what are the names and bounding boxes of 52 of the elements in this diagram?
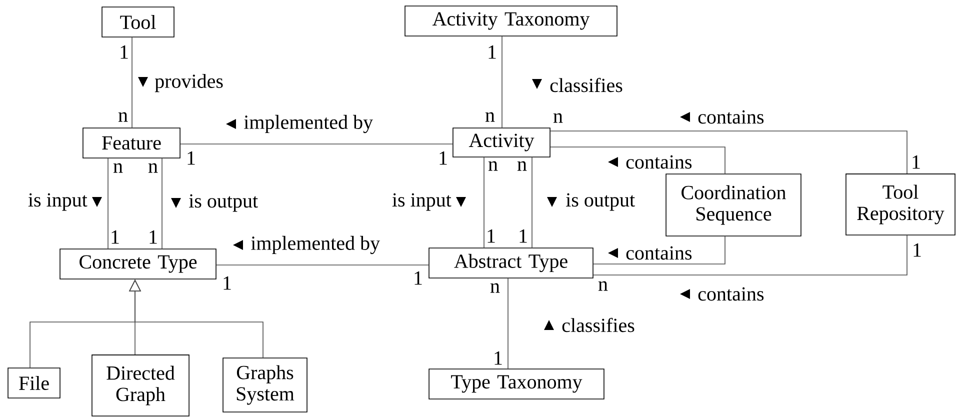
class-box: File xyxy=(8,368,60,398)
class-box: Tool Repository xyxy=(846,174,956,236)
multiplicity-label: 1 xyxy=(188,151,195,165)
class-box: Graphs System xyxy=(222,358,308,412)
edge-label: classifies xyxy=(550,78,622,92)
edge-label: contains xyxy=(698,110,764,124)
multiplicity-label: n xyxy=(118,112,128,122)
multiplicity-label: 1 xyxy=(520,229,527,243)
multiplicity-label: 1 xyxy=(150,230,157,244)
association-line xyxy=(593,235,908,276)
multiplicity-label: n xyxy=(517,161,527,171)
association-line xyxy=(550,130,908,174)
association-line xyxy=(216,264,429,266)
edge-label: implemented by xyxy=(251,236,380,254)
class-box: Tool xyxy=(102,6,174,38)
edge-label: contains xyxy=(626,246,692,260)
multiplicity-label: 1 xyxy=(224,276,231,290)
edge-label: contains xyxy=(698,287,764,301)
multiplicity-label: 1 xyxy=(414,271,422,285)
multiplicity-label: n xyxy=(148,163,158,173)
multiplicity-label: 1 xyxy=(440,151,447,165)
multiplicity-label: 1 xyxy=(488,45,496,59)
class-box: Abstract Type xyxy=(428,248,594,278)
class-box: Activity Taxonomy xyxy=(404,6,618,36)
multiplicity-label: 1 xyxy=(488,229,495,243)
multiplicity-label: 1 xyxy=(112,230,119,244)
class-box: Feature xyxy=(82,128,180,158)
association-line xyxy=(550,146,726,174)
edge-label: is input xyxy=(392,193,452,211)
class-box: Type Taxonomy xyxy=(428,368,604,400)
multiplicity-label: n xyxy=(490,283,500,293)
association-line xyxy=(593,236,726,264)
multiplicity-label: n xyxy=(598,281,608,291)
class-box: Coordination Sequence xyxy=(666,174,802,236)
edge-label: contains xyxy=(626,155,692,169)
class-box: Concrete Type xyxy=(60,248,216,280)
edge-label: classifies xyxy=(562,318,634,332)
edge-label: is output xyxy=(566,193,635,211)
multiplicity-label: n xyxy=(113,163,123,173)
edge-label: provides xyxy=(154,74,223,92)
multiplicity-label: n xyxy=(553,113,563,123)
multiplicity-label: n xyxy=(488,161,498,171)
edge-label: is output xyxy=(189,194,258,212)
edge-label: is input xyxy=(28,193,88,211)
edge-label: implemented by xyxy=(244,114,373,134)
multiplicity-label: 1 xyxy=(494,351,502,365)
class-box: Directed Graph xyxy=(92,354,190,416)
multiplicity-label: 1 xyxy=(120,45,128,59)
class-box: Activity xyxy=(452,128,550,158)
multiplicity-label: n xyxy=(485,112,495,122)
multiplicity-label: 1 xyxy=(914,243,921,257)
multiplicity-label: 1 xyxy=(912,155,920,169)
